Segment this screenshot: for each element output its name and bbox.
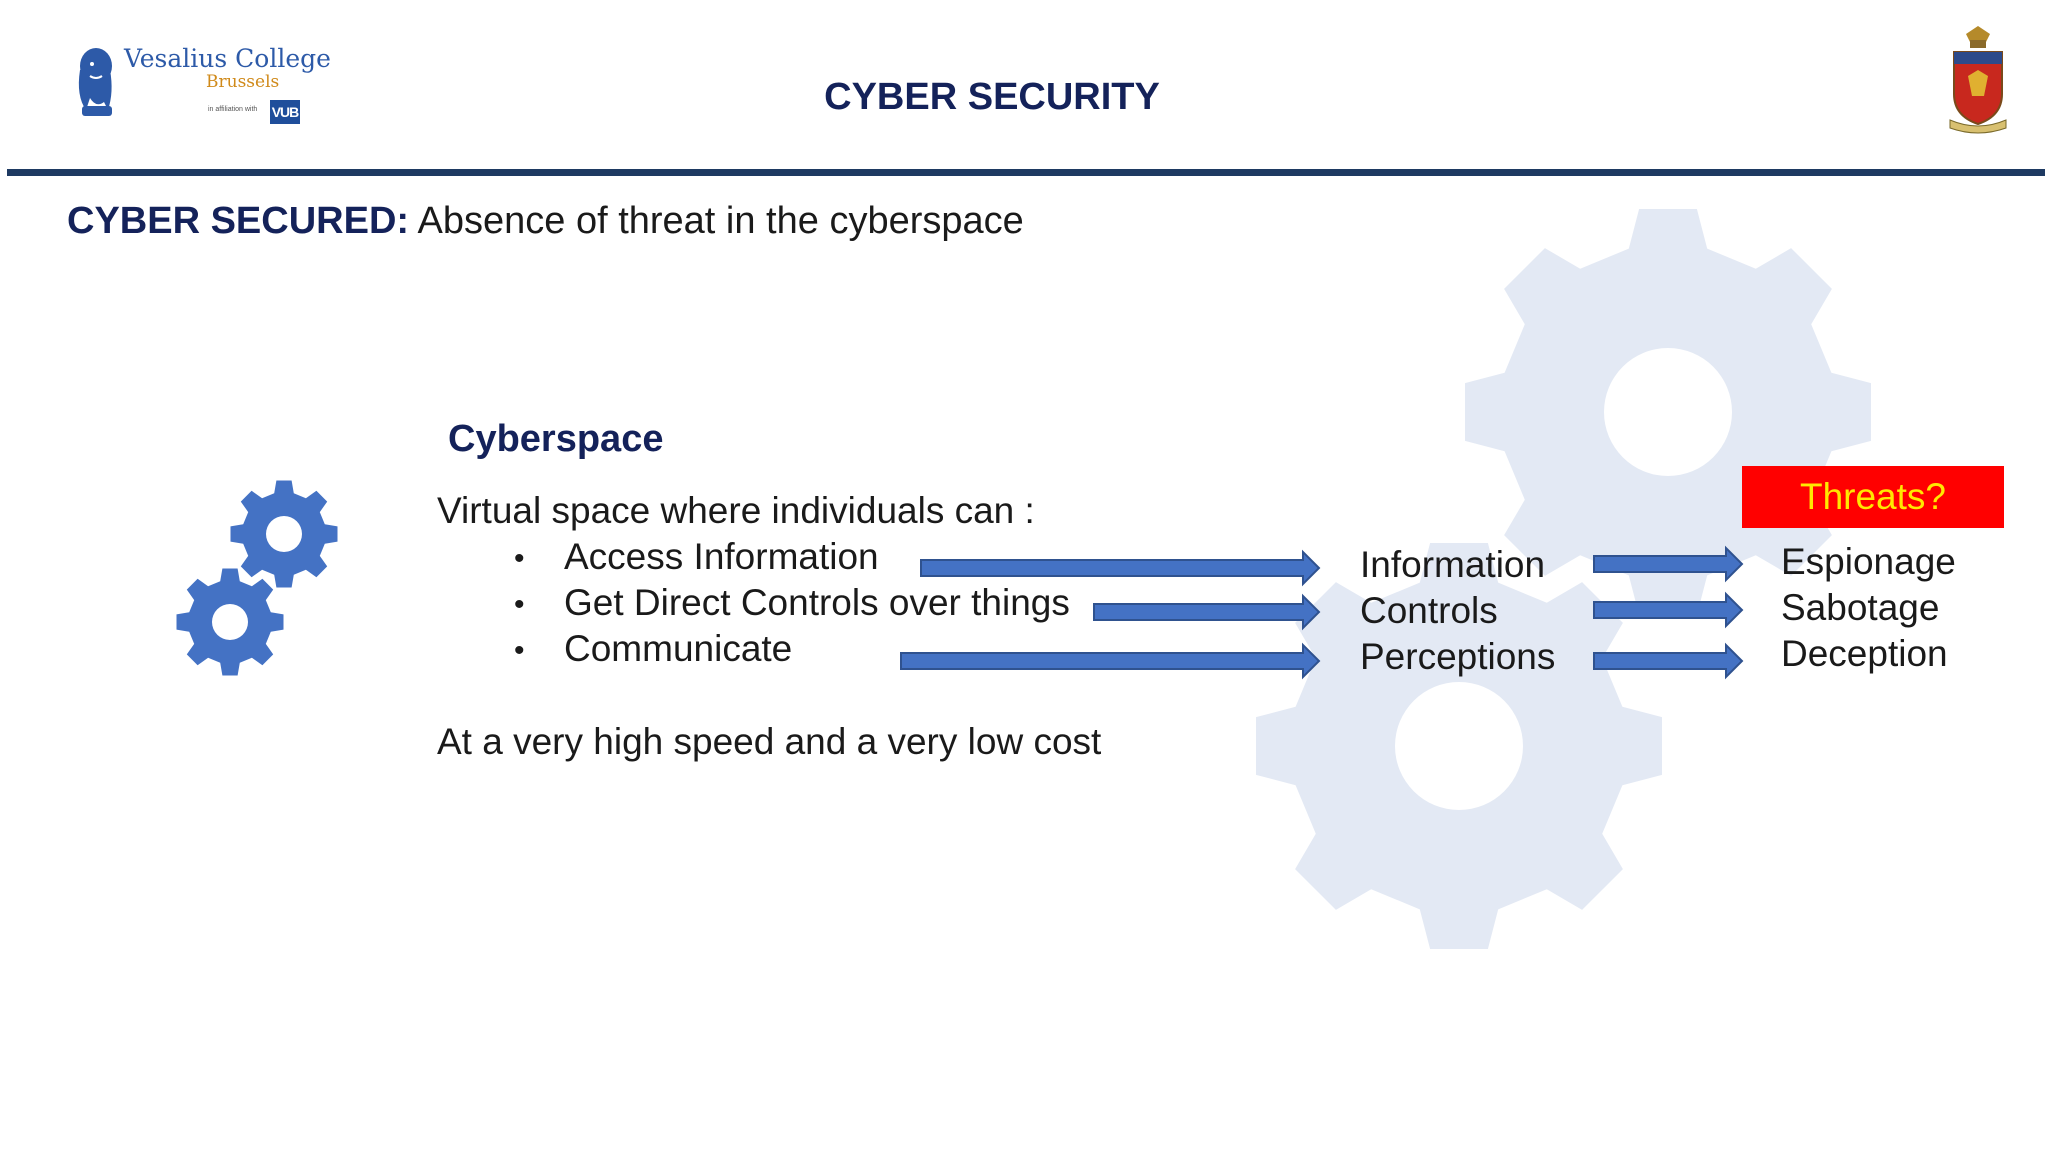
threat-espionage: Espionage bbox=[1781, 541, 1956, 582]
definition-term: CYBER SECURED: bbox=[67, 200, 410, 242]
right-arrow-icon bbox=[920, 549, 1321, 587]
bullet-marker: • bbox=[514, 588, 525, 621]
right-arrow-icon bbox=[1593, 591, 1744, 629]
threat-deception: Deception bbox=[1781, 633, 1948, 674]
speed-note: At a very high speed and a very low cost bbox=[437, 721, 1102, 762]
page-title: CYBER SECURITY bbox=[824, 76, 1160, 118]
right-arrow-icon bbox=[1593, 642, 1744, 680]
bullet-access-information: Access Information bbox=[564, 536, 879, 577]
outcome-controls: Controls bbox=[1360, 590, 1498, 631]
logo-city: Brussels bbox=[206, 72, 280, 92]
cyberspace-description: Virtual space where individuals can : bbox=[437, 490, 1035, 531]
definition-line: CYBER SECURED: Absence of threat in the … bbox=[67, 200, 1024, 243]
definition-text: Absence of threat in the cyberspace bbox=[409, 200, 1024, 242]
heraldic-crest-icon bbox=[1949, 26, 2007, 134]
threat-sabotage: Sabotage bbox=[1781, 587, 1940, 628]
cyberspace-heading: Cyberspace bbox=[448, 418, 664, 460]
right-arrow-icon bbox=[1593, 545, 1744, 583]
bullet-direct-controls: Get Direct Controls over things bbox=[564, 582, 1070, 623]
logo-affiliation: in affiliation with bbox=[208, 106, 258, 113]
threats-label: Threats? bbox=[1742, 466, 2004, 528]
bullet-marker: • bbox=[514, 542, 525, 575]
vub-logo: VUB bbox=[270, 100, 300, 124]
bullet-communicate: Communicate bbox=[564, 628, 793, 669]
right-arrow-icon bbox=[900, 642, 1321, 680]
bullet-marker: • bbox=[514, 634, 525, 667]
gear-top bbox=[230, 480, 338, 588]
bearded-portrait-logo-icon bbox=[78, 48, 112, 116]
logo-name: Vesalius College bbox=[124, 44, 331, 73]
gear-bottom bbox=[176, 568, 284, 676]
outcome-information: Information bbox=[1360, 544, 1546, 585]
outcome-perceptions: Perceptions bbox=[1360, 636, 1556, 677]
watermark-gear-bottom bbox=[1256, 543, 1662, 949]
header-rule bbox=[7, 169, 2045, 176]
right-arrow-icon bbox=[1093, 593, 1321, 631]
